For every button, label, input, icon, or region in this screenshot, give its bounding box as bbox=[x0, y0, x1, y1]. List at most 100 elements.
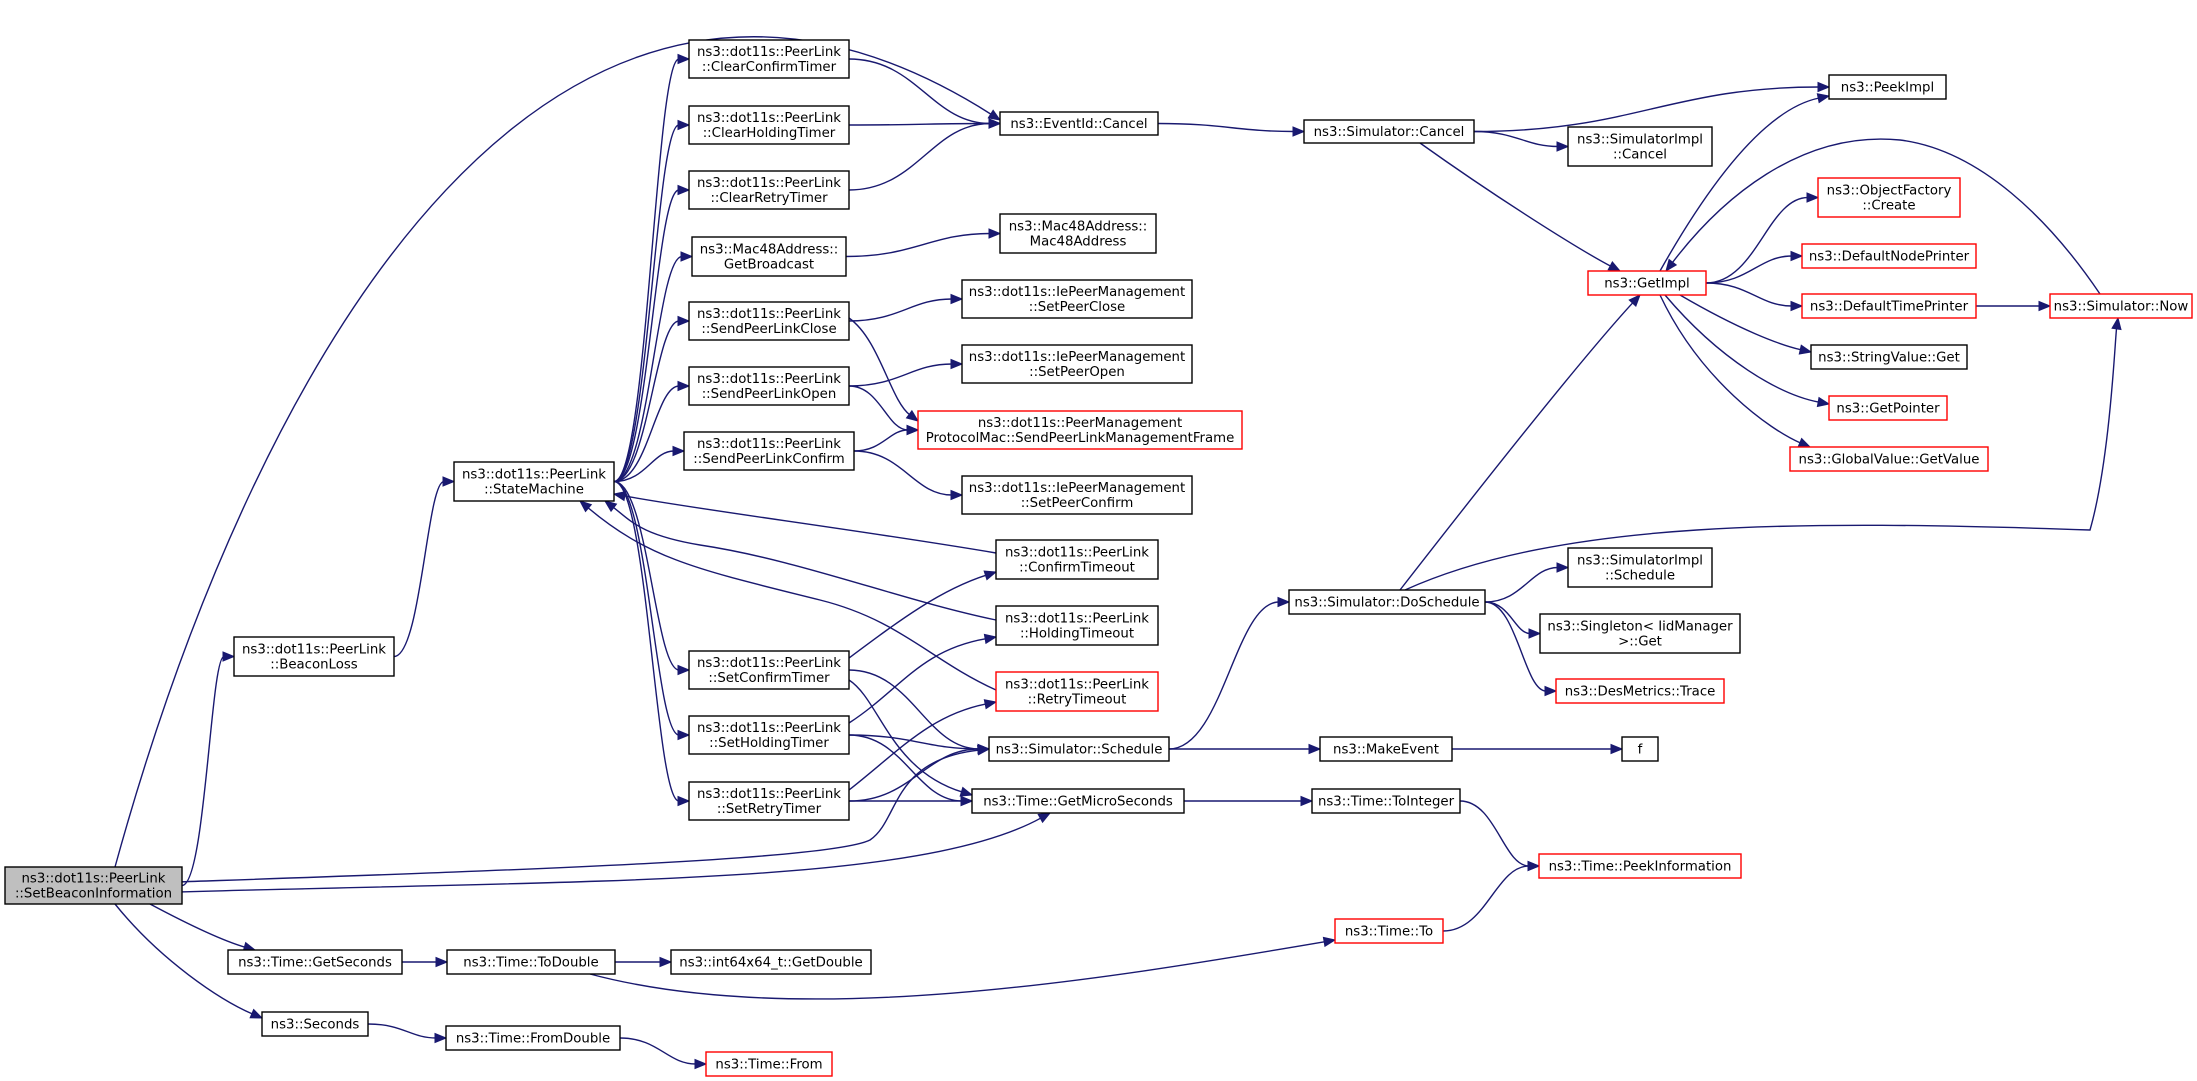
node-box[interactable] bbox=[988, 736, 1170, 762]
node-simimplcancel[interactable]: ns3::SimulatorImpl::Cancel bbox=[1567, 126, 1713, 167]
node-box[interactable] bbox=[1303, 119, 1475, 144]
node-todouble[interactable]: ns3::Time::ToDouble bbox=[446, 949, 616, 975]
node-getimpl[interactable]: ns3::GetImpl bbox=[1587, 270, 1707, 296]
node-mac48ctor[interactable]: ns3::Mac48Address::Mac48Address bbox=[999, 213, 1157, 254]
node-box[interactable] bbox=[233, 636, 395, 677]
node-box[interactable] bbox=[961, 344, 1193, 384]
node-statemachine[interactable]: ns3::dot11s::PeerLink::StateMachine bbox=[453, 461, 615, 502]
node-box[interactable] bbox=[688, 105, 850, 145]
node-box[interactable] bbox=[1538, 853, 1742, 879]
node-box[interactable] bbox=[227, 949, 403, 975]
node-retrytimeout[interactable]: ns3::dot11s::PeerLink::RetryTimeout bbox=[995, 671, 1159, 712]
node-timefrom[interactable]: ns3::Time::From bbox=[705, 1051, 833, 1077]
node-tointeger[interactable]: ns3::Time::ToInteger bbox=[1311, 788, 1461, 814]
node-simimplschedule[interactable]: ns3::SimulatorImpl::Schedule bbox=[1567, 547, 1713, 588]
node-box[interactable] bbox=[995, 539, 1159, 580]
node-box[interactable] bbox=[446, 949, 616, 975]
node-desmetrics[interactable]: ns3::DesMetrics::Trace bbox=[1555, 678, 1725, 704]
node-clearholding[interactable]: ns3::dot11s::PeerLink::ClearHoldingTimer bbox=[688, 105, 850, 145]
node-peekinfo[interactable]: ns3::Time::PeekInformation bbox=[1538, 853, 1742, 879]
node-sendplmf[interactable]: ns3::dot11s::PeerManagementProtocolMac::… bbox=[917, 410, 1243, 450]
node-getbroadcast[interactable]: ns3::Mac48Address::GetBroadcast bbox=[691, 236, 847, 277]
node-box[interactable] bbox=[995, 671, 1159, 712]
node-box[interactable] bbox=[971, 788, 1185, 814]
node-box[interactable] bbox=[1789, 446, 1989, 472]
node-seconds[interactable]: ns3::Seconds bbox=[261, 1011, 369, 1037]
node-box[interactable] bbox=[1828, 74, 1947, 100]
node-defnodeprinter[interactable]: ns3::DefaultNodePrinter bbox=[1801, 243, 1977, 269]
node-setholdingtimer[interactable]: ns3::dot11s::PeerLink::SetHoldingTimer bbox=[688, 715, 850, 755]
node-box[interactable] bbox=[1311, 788, 1461, 814]
node-box[interactable] bbox=[1621, 736, 1659, 762]
node-box[interactable] bbox=[1555, 678, 1725, 704]
node-setconfirmtimer[interactable]: ns3::dot11s::PeerLink::SetConfirmTimer bbox=[688, 650, 850, 690]
node-getseconds[interactable]: ns3::Time::GetSeconds bbox=[227, 949, 403, 975]
node-getmicro[interactable]: ns3::Time::GetMicroSeconds bbox=[971, 788, 1185, 814]
node-f[interactable]: f bbox=[1621, 736, 1659, 762]
node-setpeerclose[interactable]: ns3::dot11s::IePeerManagement::SetPeerCl… bbox=[961, 279, 1193, 319]
node-peekimpl[interactable]: ns3::PeekImpl bbox=[1828, 74, 1947, 100]
node-fromdouble[interactable]: ns3::Time::FromDouble bbox=[445, 1025, 621, 1051]
node-sendopen[interactable]: ns3::dot11s::PeerLink::SendPeerLinkOpen bbox=[688, 366, 850, 406]
node-box[interactable] bbox=[1801, 293, 1977, 319]
node-beaconloss[interactable]: ns3::dot11s::PeerLink::BeaconLoss bbox=[233, 636, 395, 677]
node-singleton[interactable]: ns3::Singleton< IidManager>::Get bbox=[1539, 613, 1741, 654]
node-box[interactable] bbox=[683, 431, 855, 471]
node-box[interactable] bbox=[688, 366, 850, 406]
node-box[interactable] bbox=[961, 279, 1193, 319]
node-setbeacon[interactable]: ns3::dot11s::PeerLink::SetBeaconInformat… bbox=[4, 866, 183, 905]
node-simschedule[interactable]: ns3::Simulator::Schedule bbox=[988, 736, 1170, 762]
node-box[interactable] bbox=[961, 475, 1193, 515]
node-box[interactable] bbox=[999, 111, 1159, 136]
node-clearconfirm[interactable]: ns3::dot11s::PeerLink::ClearConfirmTimer bbox=[688, 39, 850, 79]
node-box[interactable] bbox=[1288, 589, 1486, 615]
node-getpointer[interactable]: ns3::GetPointer bbox=[1828, 395, 1948, 421]
node-holdingtimeout[interactable]: ns3::dot11s::PeerLink::HoldingTimeout bbox=[995, 605, 1159, 646]
node-box[interactable] bbox=[688, 170, 850, 210]
node-sendconfirm[interactable]: ns3::dot11s::PeerLink::SendPeerLinkConfi… bbox=[683, 431, 855, 471]
node-box[interactable] bbox=[688, 715, 850, 755]
node-box[interactable] bbox=[688, 301, 850, 341]
node-box[interactable] bbox=[1810, 344, 1968, 370]
node-box[interactable] bbox=[1587, 270, 1707, 296]
node-int64getdouble[interactable]: ns3::int64x64_t::GetDouble bbox=[670, 949, 872, 975]
node-box[interactable] bbox=[688, 781, 850, 821]
node-box[interactable] bbox=[1828, 395, 1948, 421]
node-box[interactable] bbox=[670, 949, 872, 975]
node-confirmtimeout[interactable]: ns3::dot11s::PeerLink::ConfirmTimeout bbox=[995, 539, 1159, 580]
node-box[interactable] bbox=[995, 605, 1159, 646]
node-box[interactable] bbox=[691, 236, 847, 277]
node-deftimeprinter[interactable]: ns3::DefaultTimePrinter bbox=[1801, 293, 1977, 319]
node-globalvalue[interactable]: ns3::GlobalValue::GetValue bbox=[1789, 446, 1989, 472]
node-box[interactable] bbox=[1334, 918, 1444, 944]
node-simcancel[interactable]: ns3::Simulator::Cancel bbox=[1303, 119, 1475, 144]
node-timeto[interactable]: ns3::Time::To bbox=[1334, 918, 1444, 944]
node-eventcancel[interactable]: ns3::EventId::Cancel bbox=[999, 111, 1159, 136]
node-clearretry[interactable]: ns3::dot11s::PeerLink::ClearRetryTimer bbox=[688, 170, 850, 210]
node-sendclose[interactable]: ns3::dot11s::PeerLink::SendPeerLinkClose bbox=[688, 301, 850, 341]
node-simnow[interactable]: ns3::Simulator::Now bbox=[2049, 293, 2193, 319]
node-setpeeropen[interactable]: ns3::dot11s::IePeerManagement::SetPeerOp… bbox=[961, 344, 1193, 384]
node-box[interactable] bbox=[261, 1011, 369, 1037]
node-objfactory[interactable]: ns3::ObjectFactory::Create bbox=[1817, 177, 1961, 218]
node-box[interactable] bbox=[917, 410, 1243, 450]
node-box[interactable] bbox=[1567, 126, 1713, 167]
node-box[interactable] bbox=[1801, 243, 1977, 269]
node-box[interactable] bbox=[705, 1051, 833, 1077]
node-box[interactable] bbox=[688, 39, 850, 79]
node-setpeerconfirm[interactable]: ns3::dot11s::IePeerManagement::SetPeerCo… bbox=[961, 475, 1193, 515]
node-box[interactable] bbox=[2049, 293, 2193, 319]
node-box[interactable] bbox=[453, 461, 615, 502]
node-box[interactable] bbox=[688, 650, 850, 690]
node-box[interactable] bbox=[1539, 613, 1741, 654]
node-box[interactable] bbox=[1817, 177, 1961, 218]
node-box[interactable] bbox=[1567, 547, 1713, 588]
node-stringvalueget[interactable]: ns3::StringValue::Get bbox=[1810, 344, 1968, 370]
node-setretrytimer[interactable]: ns3::dot11s::PeerLink::SetRetryTimer bbox=[688, 781, 850, 821]
node-makeevent[interactable]: ns3::MakeEvent bbox=[1319, 736, 1453, 762]
node-box[interactable] bbox=[1319, 736, 1453, 762]
node-box[interactable] bbox=[445, 1025, 621, 1051]
node-box[interactable] bbox=[4, 866, 183, 905]
node-doschedule[interactable]: ns3::Simulator::DoSchedule bbox=[1288, 589, 1486, 615]
node-box[interactable] bbox=[999, 213, 1157, 254]
